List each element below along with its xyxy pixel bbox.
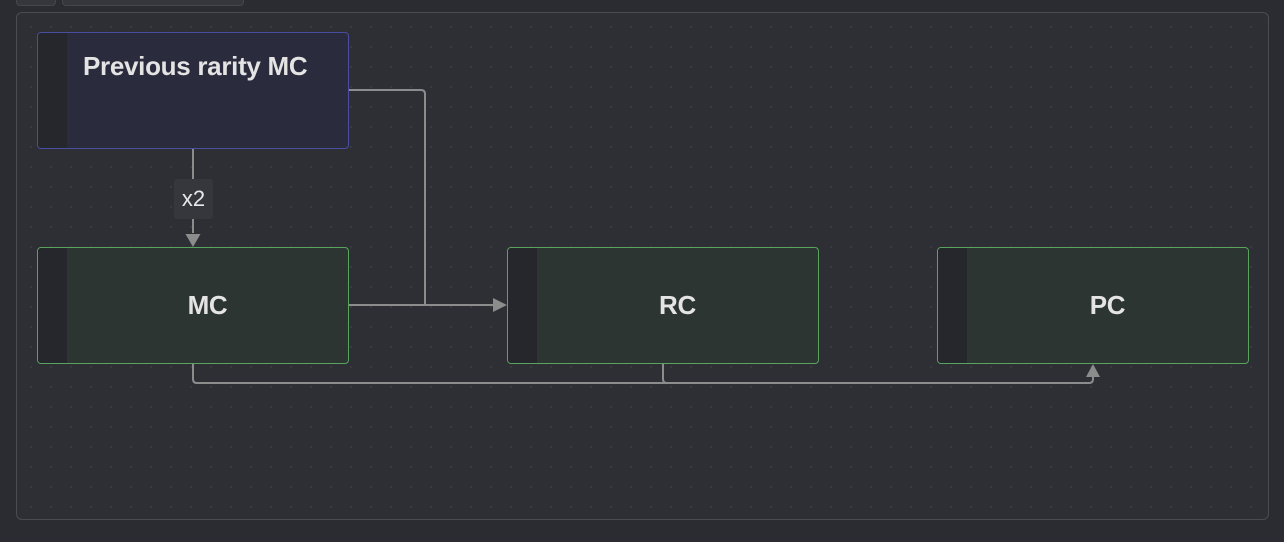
node-pc[interactable]: PC <box>937 247 1249 364</box>
node-label: Previous rarity MC <box>83 51 308 81</box>
node-previous-rarity-mc[interactable]: Previous rarity MC <box>37 32 349 149</box>
edge-to-rc-arrow <box>493 298 507 312</box>
edge-mc-to-pc <box>192 364 1094 384</box>
diagram-canvas: Previous rarity MC x2 MC RC PC <box>16 12 1269 520</box>
node-drag-handle[interactable] <box>938 248 967 363</box>
node-rc[interactable]: RC <box>507 247 819 364</box>
edge-label-x2: x2 <box>174 179 213 219</box>
node-drag-handle[interactable] <box>508 248 537 363</box>
node-drag-handle[interactable] <box>38 248 67 363</box>
toolbar-field[interactable] <box>62 0 244 6</box>
node-label: PC <box>1089 290 1126 320</box>
node-drag-handle[interactable] <box>38 33 67 148</box>
edge-rc-to-pc <box>662 364 1089 384</box>
edge-to-pc-arrow <box>1086 364 1100 377</box>
node-mc[interactable]: MC <box>37 247 349 364</box>
edge-previous-to-mc-arrow <box>185 234 201 247</box>
node-label: MC <box>187 290 228 320</box>
toolbar-button[interactable] <box>16 0 56 6</box>
node-label: RC <box>659 290 696 320</box>
edge-previous-to-rc <box>349 89 493 306</box>
